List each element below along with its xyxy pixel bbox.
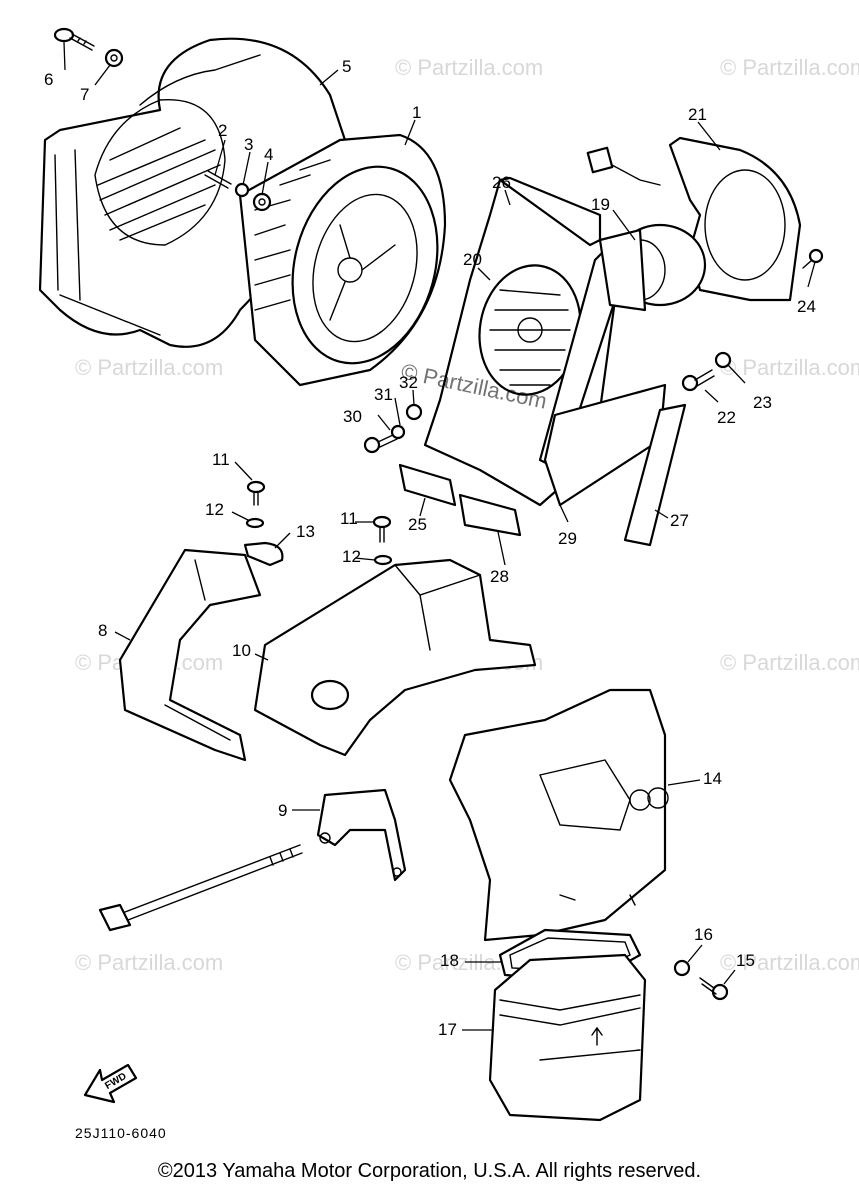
- screw-part-11b: [372, 515, 392, 543]
- callout-8: 8: [98, 621, 107, 640]
- callouts: 1 2 3 4 5 6 7 8 9 10 11 11 12 12 13 14 1…: [44, 57, 816, 1039]
- callout-13: 13: [296, 522, 315, 541]
- watermark: © Partzilla.com: [395, 55, 543, 80]
- forward-arrow-icon: FWD: [83, 1063, 138, 1104]
- screw-part-2: [204, 170, 232, 189]
- callout-11a: 11: [212, 450, 230, 469]
- bolt-part-22: [681, 369, 715, 392]
- connector-part-19: [586, 146, 661, 186]
- callout-26: 26: [492, 173, 511, 192]
- cylinder-part-1: [238, 133, 447, 387]
- copyright-notice: ©2013 Yamaha Motor Corporation, U.S.A. A…: [157, 1160, 702, 1182]
- callout-3: 3: [244, 135, 253, 154]
- callout-27: 27: [670, 511, 689, 530]
- washer-part-12b: [373, 554, 393, 566]
- callout-2: 2: [218, 121, 227, 140]
- washer-part-12: [245, 517, 265, 529]
- callout-12a: 12: [205, 500, 224, 519]
- grommet-part-32: [405, 403, 423, 421]
- watermark: © Partzilla.com: [720, 355, 859, 380]
- washer-part-23: [714, 351, 732, 369]
- washer-part-3: [234, 182, 250, 198]
- callout-10: 10: [232, 641, 251, 660]
- callout-18: 18: [440, 951, 459, 970]
- callout-14: 14: [703, 769, 722, 788]
- washer-part-7: [104, 48, 124, 68]
- watermark: © Partzilla.com: [720, 650, 859, 675]
- callout-23: 23: [753, 393, 772, 412]
- bolt-part-15: [699, 977, 729, 1001]
- callout-7: 7: [80, 85, 89, 104]
- pad-part-28: [458, 493, 522, 537]
- callout-1: 1: [412, 103, 421, 122]
- washer-part-31: [390, 424, 406, 440]
- fan-motor-part-19: [598, 223, 707, 312]
- callout-17: 17: [438, 1020, 457, 1039]
- long-bolt: [98, 844, 303, 932]
- callout-28: 28: [490, 567, 509, 586]
- bolt-part-30: [363, 433, 398, 454]
- bracket-part-9: [316, 788, 407, 882]
- bolt-part-24: [802, 248, 824, 269]
- watermark: © Partzilla.com: [75, 355, 223, 380]
- hose-part-27: [623, 403, 687, 547]
- callout-12b: 12: [342, 547, 361, 566]
- callout-29: 29: [558, 529, 577, 548]
- callout-21: 21: [688, 105, 707, 124]
- washer-part-16: [673, 959, 691, 977]
- callout-30: 30: [343, 407, 362, 426]
- callout-9: 9: [278, 801, 287, 820]
- callout-11b: 11: [340, 509, 358, 528]
- pad-part-25: [398, 463, 457, 507]
- callout-16: 16: [694, 925, 713, 944]
- watermark: © Partzilla.com: [720, 55, 859, 80]
- watermark: © Partzilla.com: [720, 950, 859, 975]
- leader-lines: [63, 41, 816, 1031]
- callout-25: 25: [408, 515, 427, 534]
- lower-shroud-part-14: [448, 688, 669, 942]
- grommet-part-4: [252, 192, 272, 212]
- side-cover-part-8: [118, 548, 262, 762]
- callout-15: 15: [736, 951, 755, 970]
- callout-5: 5: [342, 57, 351, 76]
- callout-31: 31: [374, 385, 393, 404]
- callout-20: 20: [463, 250, 482, 269]
- callout-6: 6: [44, 70, 53, 89]
- callout-32: 32: [399, 373, 418, 392]
- case-part-17: [488, 953, 647, 1122]
- callout-19: 19: [591, 195, 610, 214]
- clamp-part-13: [243, 541, 284, 567]
- callout-4: 4: [264, 145, 273, 164]
- watermark: © Partzilla.com: [75, 950, 223, 975]
- diagram-code: 25J110-6040: [75, 1125, 167, 1141]
- bolt-part-6: [53, 27, 95, 51]
- air-duct-part-10: [253, 558, 537, 757]
- callout-24: 24: [797, 297, 816, 316]
- callout-22: 22: [717, 408, 736, 427]
- screw-part-11: [246, 480, 266, 506]
